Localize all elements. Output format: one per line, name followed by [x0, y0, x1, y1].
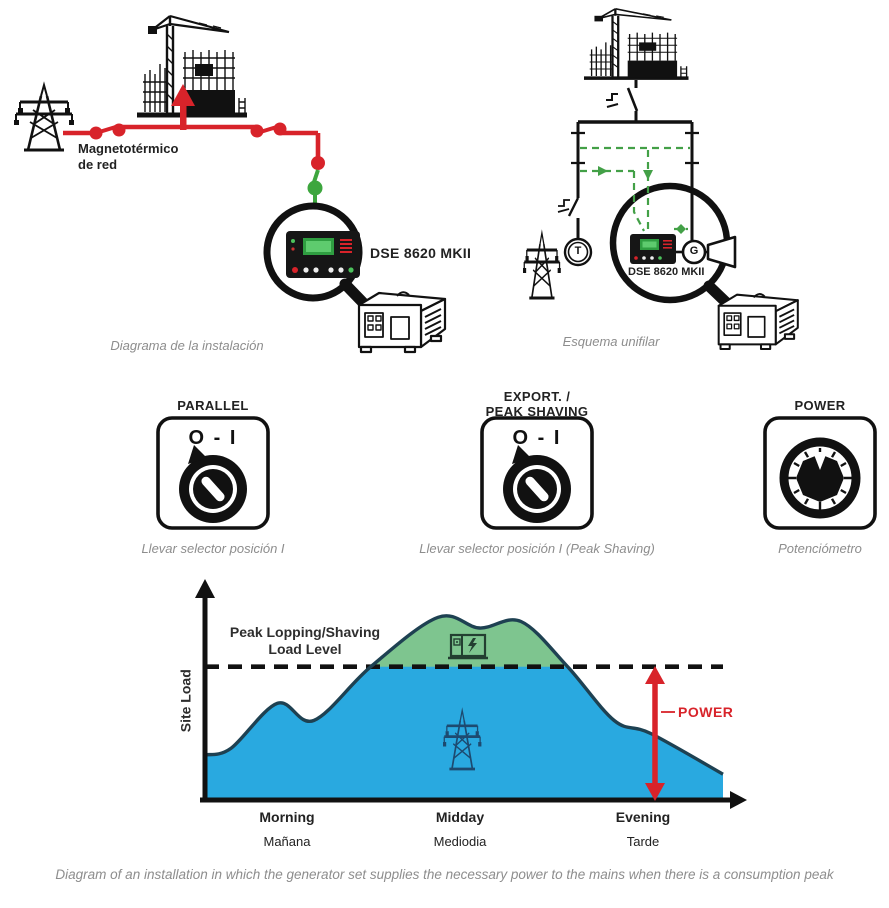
peak-shaving-chart [195, 579, 747, 809]
load-arrow [171, 84, 195, 130]
x-tick-evening: Evening [615, 809, 671, 825]
transformer-feeder [557, 122, 585, 239]
x-tick-mediodia: Mediodia [433, 834, 487, 849]
installation-diagram [12, 16, 447, 354]
x-tick-tarde: Tarde [626, 834, 660, 849]
controller-name-label: DSE 8620 MKII [628, 266, 705, 278]
mains-breaker-label: Magnetotérmico de red [78, 141, 179, 173]
transformer-letter: T [574, 245, 582, 257]
selector-caption-parallel: Llevar selector posición I [141, 541, 285, 556]
single-line-diagram-caption: Esquema unifilar [562, 334, 660, 349]
threshold-label: Peak Lopping/Shaving Load Level [229, 624, 381, 657]
construction-site-icon [584, 9, 689, 78]
grid-pylon-icon [521, 231, 563, 300]
dse-controller-module [630, 234, 676, 264]
chart-axes [195, 579, 747, 809]
y-axis-label: Site Load [177, 669, 194, 733]
generator-set-icon [357, 291, 447, 354]
controller-name-label: DSE 8620 MKII [370, 245, 472, 261]
power-annotation-label: POWER [678, 704, 734, 720]
generator-set-icon [717, 292, 799, 350]
x-tick-manana: Mañana [263, 834, 311, 849]
selector-title-parallel: PARALLEL [177, 398, 249, 413]
switch-position-label: O - I [512, 427, 562, 449]
footer-caption: Diagram of an installation in which the … [55, 867, 834, 882]
single-line-diagram [521, 9, 799, 350]
construction-site-icon [137, 16, 247, 115]
grid-pylon-icon [12, 83, 76, 152]
selector-caption-peak-shaving: Llevar selector posición I (Peak Shaving… [419, 541, 655, 556]
mains-breaker-contacts [89, 122, 325, 170]
monitoring-arrowheads [598, 166, 686, 234]
grid-load-area [205, 615, 723, 800]
generator-letter: G [689, 245, 699, 257]
installation-diagram-caption: Diagrama de la instalación [110, 338, 264, 353]
x-tick-midday: Midday [435, 809, 485, 825]
transformer-symbol-inner [567, 241, 589, 263]
x-tick-morning: Morning [259, 809, 315, 825]
switch-position-label: O - I [188, 427, 238, 449]
power-potentiometer-dial [765, 418, 875, 528]
engine-horn-symbol [705, 235, 737, 269]
power-arrow [645, 666, 675, 801]
selector-title-peak-shaving: EXPORT. / PEAK SHAVING [485, 389, 589, 419]
incomer-and-bus [578, 80, 692, 124]
site-load-curve [204, 614, 724, 776]
selector-title-power: POWER [794, 398, 846, 413]
dse-controller-module [286, 231, 360, 278]
selector-caption-potentiometer: Potenciómetro [778, 541, 862, 556]
